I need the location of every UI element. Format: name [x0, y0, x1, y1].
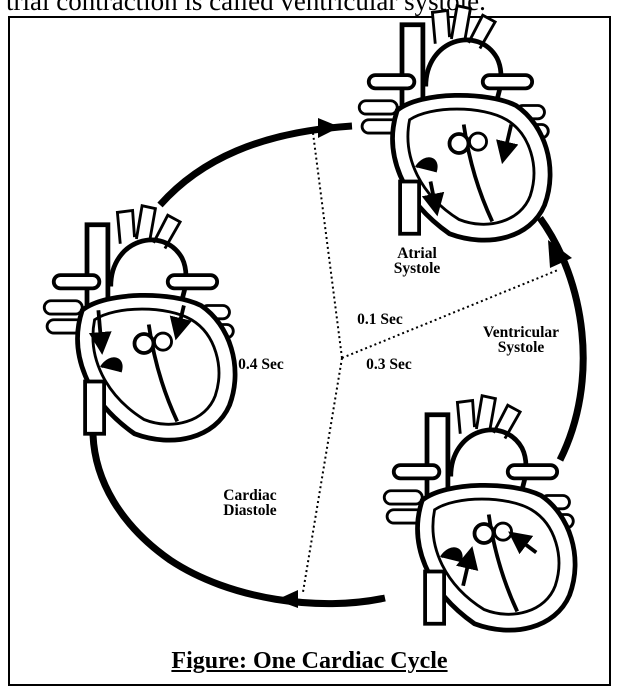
- heart-cardiac-diastole: [44, 206, 235, 440]
- figure-caption: Figure: One Cardiac Cycle: [0, 648, 619, 675]
- atrial-systole-label: Atrial Systole: [382, 246, 452, 276]
- cardiac-diastole-label: Cardiac Diastole: [210, 488, 290, 518]
- diastole-label-line2: Diastole: [210, 503, 290, 518]
- arrowhead-top: [318, 118, 340, 138]
- atrial-label-line2: Systole: [382, 261, 452, 276]
- heart-atrial-systole: [359, 6, 550, 240]
- ventricular-label-line2: Systole: [466, 340, 576, 355]
- divider-top: [313, 133, 342, 358]
- diastole-duration-label: 0.4 Sec: [226, 357, 296, 372]
- ventricular-systole-label: Ventricular Systole: [466, 325, 576, 355]
- atrial-duration-label: 0.1 Sec: [345, 312, 415, 327]
- ventricular-label-line1: Ventricular: [466, 325, 576, 340]
- arrowhead-bottom: [276, 590, 298, 608]
- divider-bottom: [303, 358, 342, 592]
- atrial-label-line1: Atrial: [382, 246, 452, 261]
- arrow-ventricular-to-diastole: [93, 435, 385, 604]
- diastole-label-line1: Cardiac: [210, 488, 290, 503]
- heart-ventricular-systole: [384, 396, 575, 630]
- ventricular-duration-label: 0.3 Sec: [354, 357, 424, 372]
- arrow-diastole-to-atrial: [160, 126, 352, 205]
